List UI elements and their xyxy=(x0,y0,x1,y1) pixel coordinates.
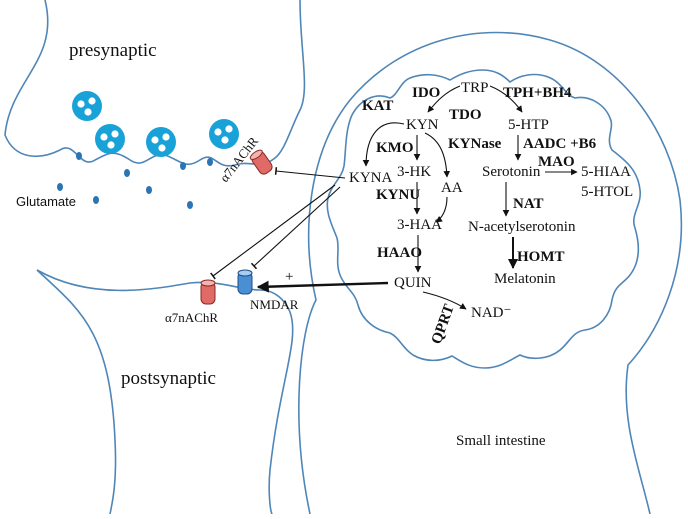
enzyme-ido: IDO xyxy=(412,85,440,101)
plus-sign: + xyxy=(285,269,293,285)
enzyme-mao: MAO xyxy=(538,154,575,170)
small-intestine-label: Small intestine xyxy=(456,433,546,449)
synaptic-vesicle xyxy=(95,124,125,154)
enzyme-kynu: KYNU xyxy=(376,187,420,203)
arrow-trp-kyn xyxy=(427,85,461,113)
inhibition-kyna-nmdar xyxy=(250,186,341,270)
synaptic-vesicle xyxy=(209,119,239,149)
enzyme-haao: HAAO xyxy=(377,245,422,261)
postsynaptic-membrane xyxy=(36,269,294,515)
metabolite-aa: AA xyxy=(441,180,463,196)
a7nachr-postsynaptic-label: α7nAChR xyxy=(165,310,218,325)
metabolite-melatonin: Melatonin xyxy=(494,271,556,287)
arrow-trp-5htp xyxy=(489,85,523,113)
postsynaptic-membrane-left xyxy=(36,269,117,515)
nmdar-label: NMDAR xyxy=(250,297,299,312)
arrow-kyn-kyna xyxy=(362,122,405,167)
metabolite-3hk: 3-HK xyxy=(397,164,431,180)
metabolite-5htp: 5-HTP xyxy=(508,117,549,133)
metabolite-serotonin: Serotonin xyxy=(482,164,541,180)
arrow-kyn-aa xyxy=(424,132,451,178)
a7nachr-postsynaptic-receptor xyxy=(200,279,216,305)
enzyme-tdo: TDO xyxy=(449,107,482,123)
tryptophan-pathway: TRP KYN KYNA 3-HK AA 3-HAA QUIN NAD⁻ 5-H… xyxy=(210,80,633,346)
metabolite-n-acetylserotonin: N-acetylserotonin xyxy=(468,219,576,235)
synaptic-vesicle xyxy=(146,127,176,157)
metabolite-5htol: 5-HTOL xyxy=(581,184,633,200)
glutamate-label: Glutamate xyxy=(16,194,76,209)
arrow-quin-nad xyxy=(422,291,467,310)
enzyme-nat: NAT xyxy=(513,196,544,212)
intestine-outer-wall xyxy=(298,31,683,515)
small-intestine: Small intestine xyxy=(298,31,683,515)
metabolite-trp: TRP xyxy=(461,80,489,96)
enzyme-kynase: KYNase xyxy=(448,136,502,152)
postsynaptic-terminal: postsynaptic α7nAChR NMDAR xyxy=(36,269,299,515)
arrow-aa-3haa xyxy=(435,196,448,223)
inhibition-kyna-postsynaptic-a7 xyxy=(210,184,336,280)
metabolite-5hiaa: 5-HIAA xyxy=(581,164,631,180)
enzyme-qprt: QPRT xyxy=(429,302,458,346)
presynaptic-terminal: presynaptic Glutamate xyxy=(4,0,306,209)
metabolite-3haa: 3-HAA xyxy=(397,217,442,233)
metabolite-nad: NAD⁻ xyxy=(471,305,511,321)
synaptic-vesicle xyxy=(72,91,102,121)
inhibition-kyna-presynaptic-a7 xyxy=(274,167,346,179)
enzyme-tph-bh4: TPH+BH4 xyxy=(503,85,572,101)
arrow-quin-nmdar xyxy=(256,280,389,293)
enzyme-kmo: KMO xyxy=(376,140,414,156)
metabolite-quin: QUIN xyxy=(394,275,432,291)
enzyme-homt: HOMT xyxy=(517,249,565,265)
metabolite-kyna: KYNA xyxy=(349,170,392,186)
glutamate-molecules xyxy=(57,152,213,209)
enzyme-aadc-b6: AADC +B6 xyxy=(523,136,597,152)
a7nachr-presynaptic-receptor xyxy=(249,149,273,175)
presynaptic-label: presynaptic xyxy=(69,40,157,61)
metabolite-kyn: KYN xyxy=(406,117,439,133)
postsynaptic-label: postsynaptic xyxy=(121,368,216,389)
nmdar-receptor xyxy=(237,269,253,295)
enzyme-kat: KAT xyxy=(362,98,393,114)
